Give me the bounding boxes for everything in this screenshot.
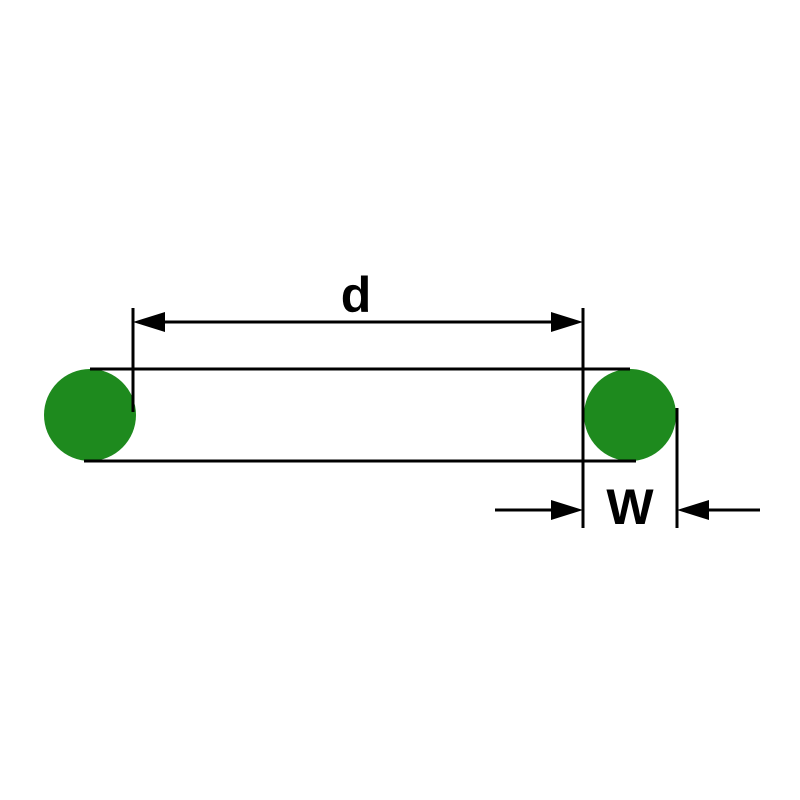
inner-diameter-label: d [341,267,372,323]
width-arrowhead-left-icon [551,500,583,520]
dimension-lines [156,320,760,512]
inner-diameter-arrowhead-right-icon [551,312,583,332]
cross-section-width-label: W [606,479,654,535]
extension-lines [131,308,679,528]
dimension-labels: d W [341,267,655,535]
oring-body-lines [84,367,636,463]
oring-cross-sections [44,369,676,461]
inner-diameter-arrowhead-left-icon [133,312,165,332]
dimension-arrowheads [133,312,709,520]
oring-left-cross-section-circle [44,369,136,461]
width-arrowhead-right-icon [677,500,709,520]
oring-right-cross-section-circle [584,369,676,461]
